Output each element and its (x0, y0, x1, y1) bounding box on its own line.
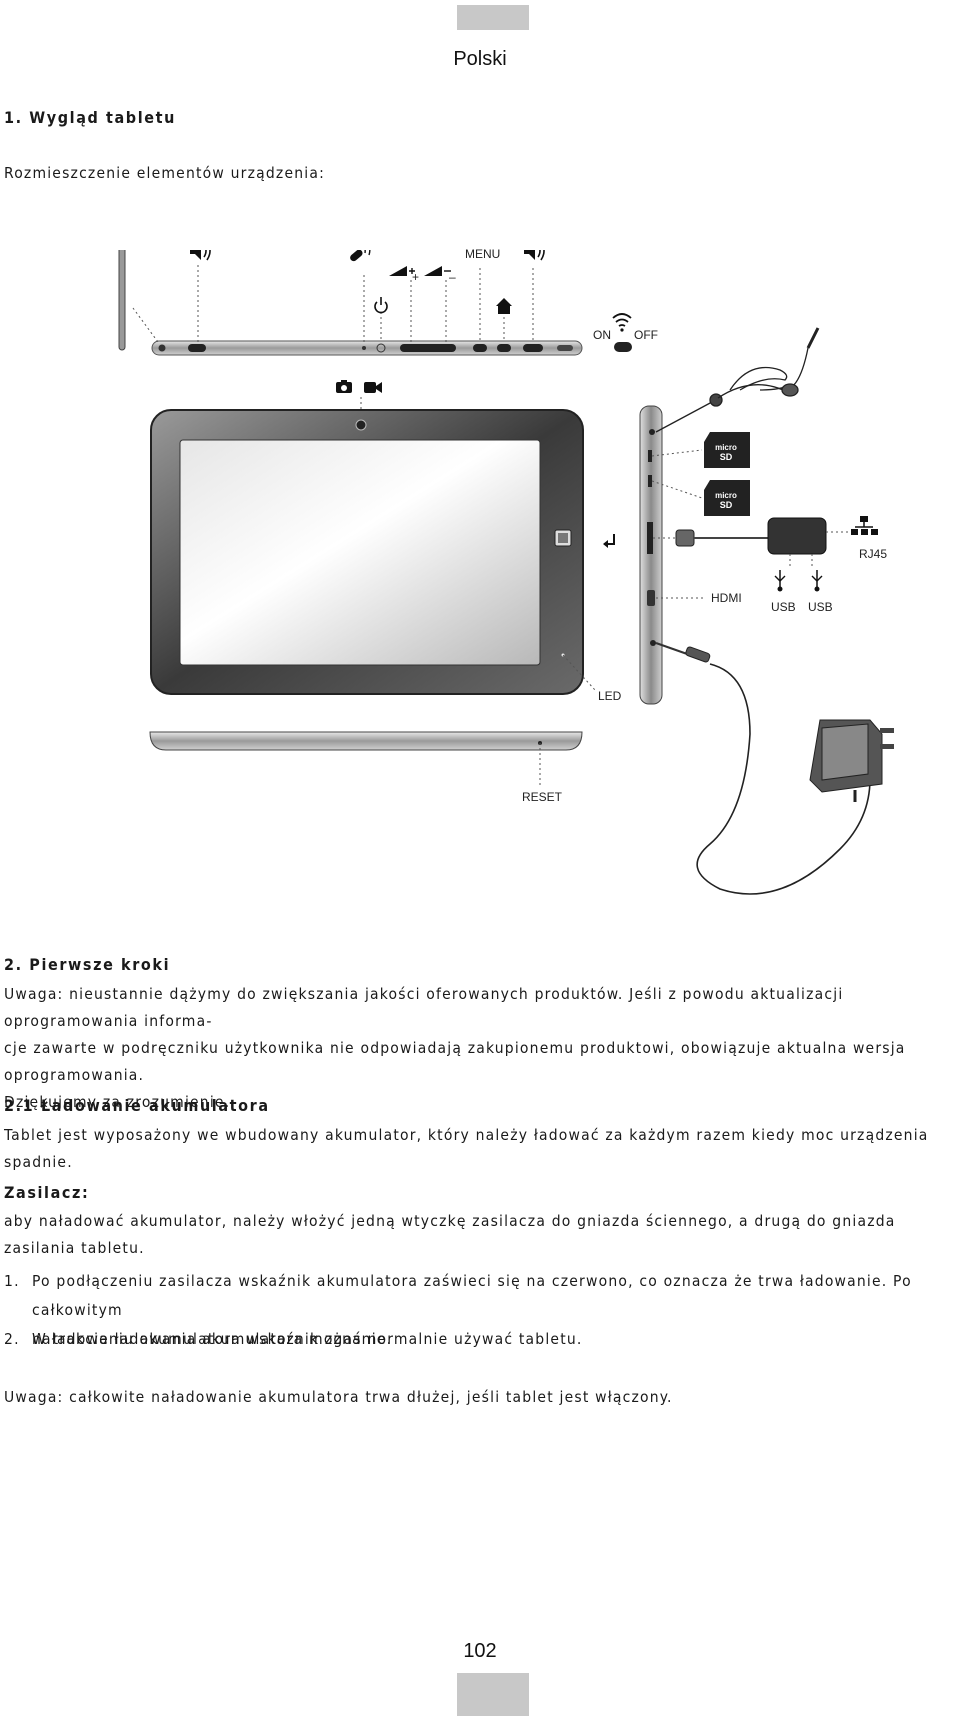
hdmi-label: HDMI (711, 591, 742, 605)
section-1-intro: Rozmieszczenie elementów urządzenia: (4, 164, 325, 182)
volume-up-icon (389, 266, 415, 276)
power-icon (374, 297, 388, 314)
tablet-top-edge (151, 340, 583, 356)
note-line-3: Dziękujemy za zrozumienie. (4, 1093, 231, 1111)
section-2-note: Uwaga: nieustannie dążymy do zwiększania… (4, 981, 954, 1116)
volume-plus-label: + (412, 270, 420, 284)
tablet-diagram: micro SD micro SD (0, 247, 960, 900)
video-camera-icon (364, 382, 382, 393)
header-gray-tab (457, 5, 529, 30)
wifi-icon (612, 313, 632, 332)
microphone-icon (350, 250, 371, 262)
home-icon (496, 298, 512, 314)
language-label: Polski (453, 48, 507, 70)
page-number: 102 (463, 1640, 497, 1662)
wifi-switch (614, 342, 632, 352)
list-item: 2. W trakcie ładowania akumulatora można… (4, 1325, 954, 1354)
wifi-off-label: OFF (634, 328, 658, 342)
svg-text:SD: SD (720, 500, 733, 510)
section-2-1-heading: 2.1 Ładowanie akumulatora (4, 1096, 270, 1115)
speaker-icon (524, 250, 545, 261)
section-1-heading: 1. Wygląd tabletu (4, 108, 176, 127)
microsd-card: micro SD (704, 480, 750, 516)
list-text-line: naładowaniu akumulatora wskaźnik zgaśnie… (32, 1330, 393, 1348)
menu-label: MENU (465, 247, 501, 261)
svg-text:micro: micro (715, 443, 737, 452)
list-number: 2. (4, 1330, 20, 1348)
stylus (118, 250, 126, 351)
section-2-heading: 2. Pierwsze kroki (4, 955, 171, 974)
list-text-line: Po podłączeniu zasilacza wskaźnik akumul… (32, 1272, 912, 1319)
list-text-line: W trakcie ładowania akumulatora można no… (32, 1330, 583, 1348)
tablet-bottom-edge (149, 731, 583, 751)
volume-minus-label: – (449, 270, 456, 284)
note-line-2: cje zawarte w podręczniku użytkownika ni… (4, 1039, 906, 1084)
microsd-card: micro SD (704, 432, 750, 468)
footer-gray-tab (457, 1673, 529, 1716)
svg-text:SD: SD (720, 452, 733, 462)
back-icon (603, 534, 615, 548)
section-2-1-text: Tablet jest wyposażony we wbudowany akum… (4, 1126, 929, 1171)
note-line-1: Uwaga: nieustannie dążymy do zwiększania… (4, 985, 844, 1030)
camera-icon (336, 380, 352, 393)
charger (655, 642, 894, 895)
svg-text:micro: micro (715, 491, 737, 500)
ethernet-icon (851, 516, 878, 535)
speaker-icon (190, 250, 211, 261)
led-label: LED (598, 689, 622, 703)
reset-label: RESET (522, 790, 563, 804)
usb-icon (774, 570, 786, 592)
usb-label-1: USB (771, 600, 796, 614)
charger-text: aby naładować akumulator, należy włożyć … (4, 1212, 896, 1257)
final-note: Uwaga: całkowite naładowanie akumulatora… (4, 1388, 673, 1406)
tablet-side-view (639, 405, 663, 705)
charger-heading: Zasilacz: (4, 1183, 90, 1202)
wifi-on-label: ON (593, 328, 611, 342)
usb-icon (811, 570, 823, 592)
tablet-front (150, 409, 584, 695)
headphones (655, 327, 820, 433)
rj45-adapter (653, 517, 852, 568)
list-item: 1. Po podłączeniu zasilacza wskaźnik aku… (4, 1267, 954, 1354)
usb-label-2: USB (808, 600, 833, 614)
list-number: 1. (4, 1272, 20, 1290)
volume-down-icon (424, 266, 451, 276)
rj45-label: RJ45 (859, 547, 888, 561)
